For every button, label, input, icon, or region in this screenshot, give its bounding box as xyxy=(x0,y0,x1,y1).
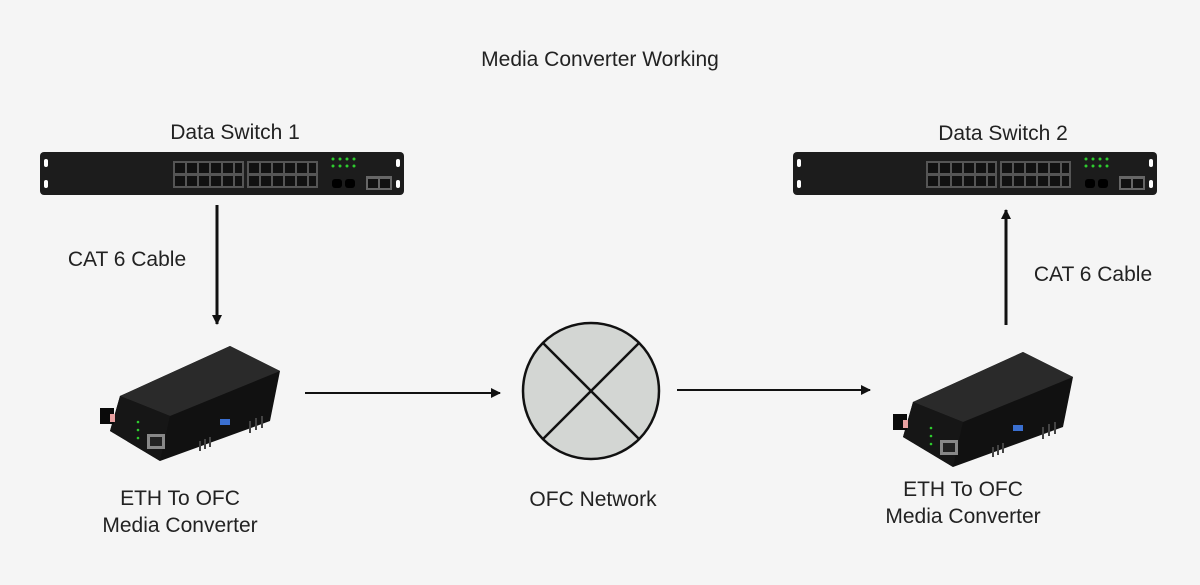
converter1-label-line2: Media Converter xyxy=(102,514,258,537)
data-switch-2-image xyxy=(793,152,1157,195)
diagram-title: Media Converter Working xyxy=(481,48,719,71)
network-label: OFC Network xyxy=(529,488,657,511)
converter2-label-line1: ETH To OFC xyxy=(903,478,1023,501)
media-converter-2-image xyxy=(892,351,1074,468)
left-cable-label: CAT 6 Cable xyxy=(67,248,187,271)
ofc-network-icon xyxy=(521,321,661,461)
media-converter-1-image xyxy=(99,345,281,462)
switch2-label: Data Switch 2 xyxy=(938,122,1068,145)
converter1-label-line1: ETH To OFC xyxy=(120,487,240,510)
converter2-label-line2: Media Converter xyxy=(885,505,1041,528)
right-cable-label: CAT 6 Cable xyxy=(1033,263,1153,286)
data-switch-1-image xyxy=(40,152,404,195)
switch1-label: Data Switch 1 xyxy=(170,121,300,144)
